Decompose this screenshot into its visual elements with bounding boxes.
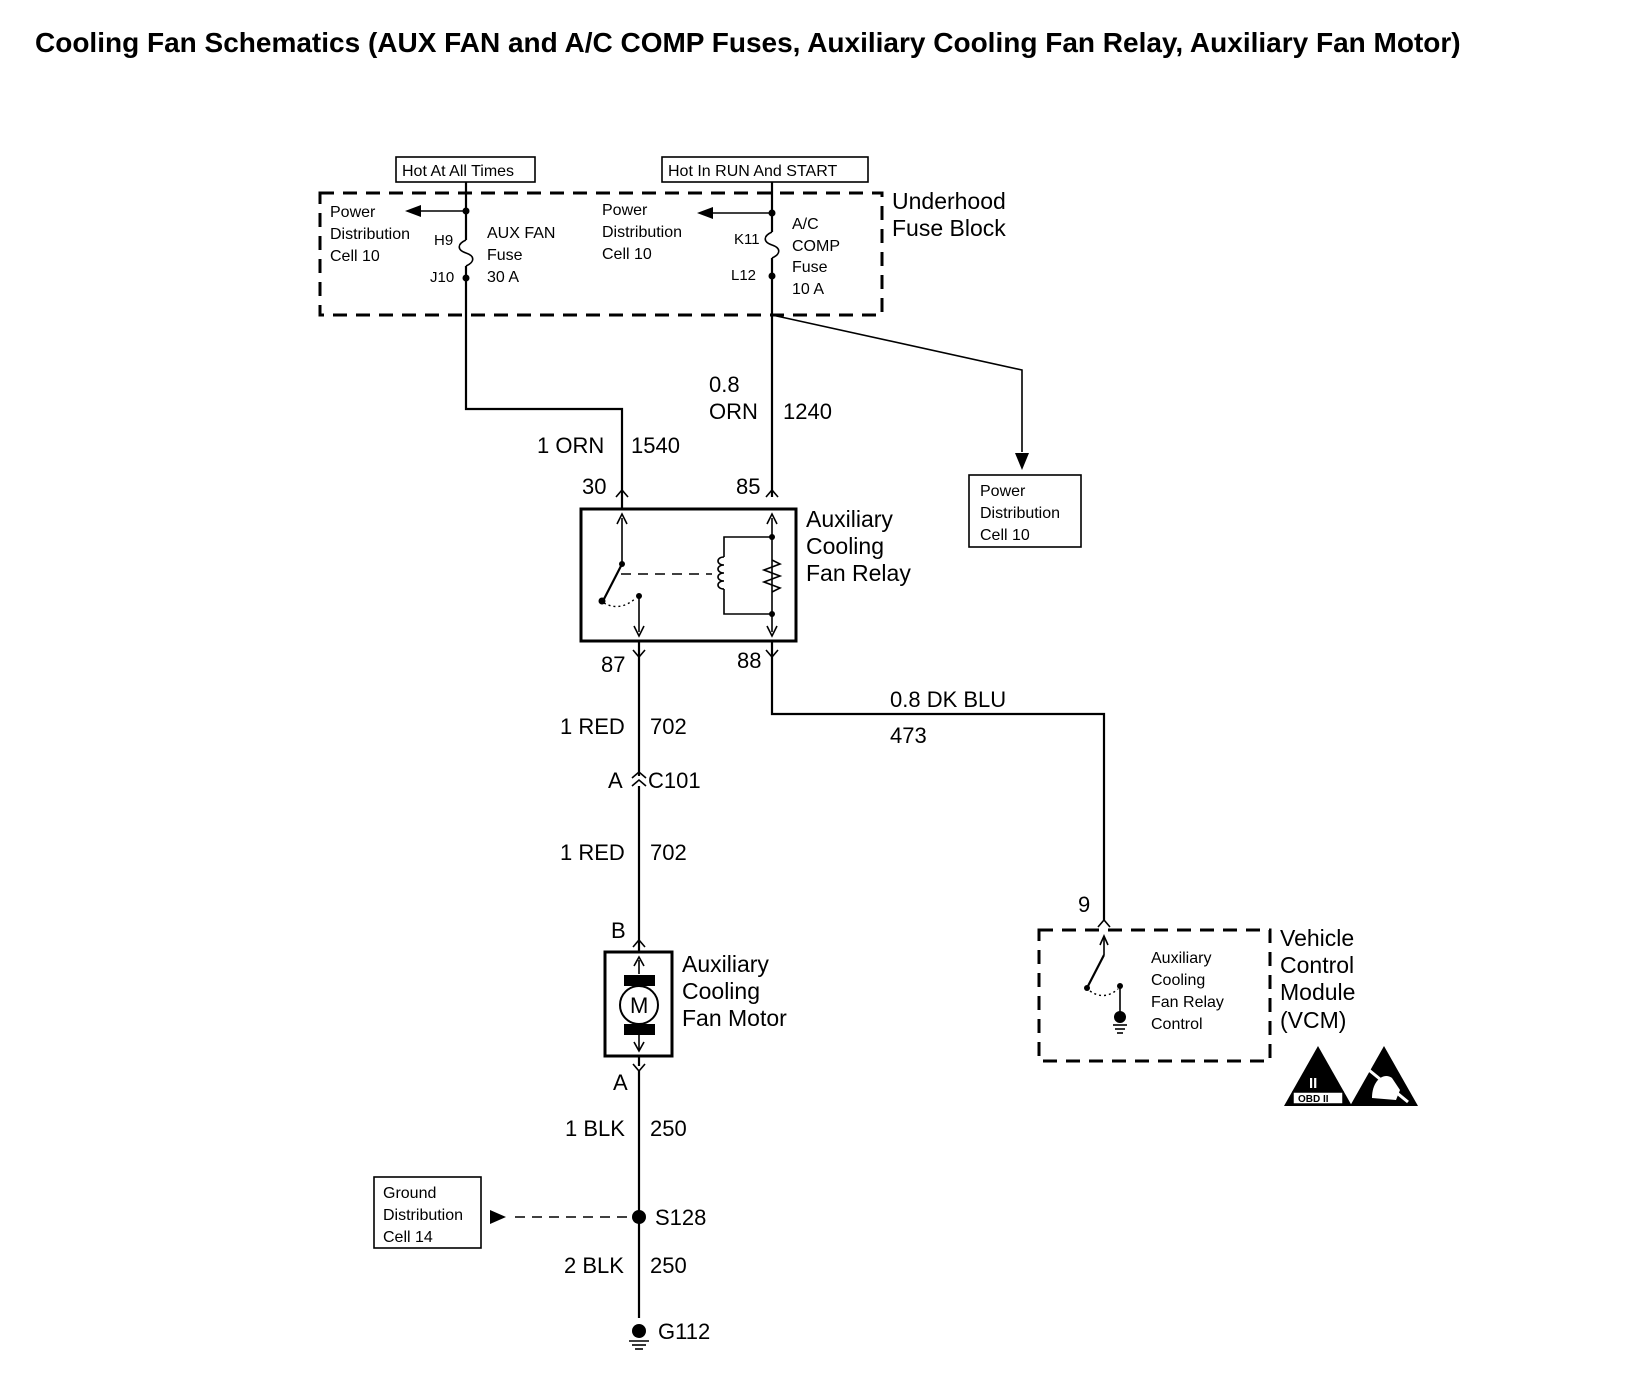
svg-text:Cell 10: Cell 10 [602, 246, 652, 263]
svg-text:1 BLK: 1 BLK [565, 1116, 625, 1141]
wire-1540-label: 1 ORN 1540 [537, 433, 680, 458]
power-distribution-box: Power Distribution Cell 10 [968, 474, 1082, 548]
svg-text:Cell 10: Cell 10 [330, 248, 380, 265]
svg-text:J10: J10 [430, 269, 454, 286]
svg-text:702: 702 [650, 714, 687, 739]
svg-text:1240: 1240 [783, 399, 832, 424]
ground-distribution-ref: Ground Distribution Cell 14 [373, 1176, 632, 1249]
connector-c101: A C101 [608, 768, 701, 793]
svg-text:L12: L12 [731, 267, 756, 284]
svg-text:9: 9 [1078, 892, 1090, 917]
wire-250-lower-label: 2 BLK 250 [564, 1253, 687, 1278]
svg-text:10 A: 10 A [792, 281, 824, 298]
svg-text:AUX FAN: AUX FAN [487, 225, 555, 242]
vehicle-control-module: 9 Auxiliary Cooling Fan Relay Control Ve… [1037, 892, 1355, 1063]
svg-text:Distribution: Distribution [330, 226, 410, 243]
wire-1240-label: 0.8 ORN 1240 [709, 372, 832, 424]
svg-text:Vehicle: Vehicle [1280, 925, 1354, 951]
svg-text:II: II [1309, 1075, 1317, 1092]
svg-text:87: 87 [601, 652, 625, 677]
svg-text:Distribution: Distribution [383, 1207, 463, 1224]
svg-text:Control: Control [1151, 1016, 1203, 1033]
wire-702-upper-label: 1 RED 702 [560, 714, 687, 739]
svg-text:30: 30 [582, 474, 606, 499]
svg-text:Distribution: Distribution [980, 505, 1060, 522]
svg-text:Fuse Block: Fuse Block [892, 215, 1006, 241]
svg-text:(VCM): (VCM) [1280, 1007, 1346, 1033]
power-distribution-ref-right: Power Distribution Cell 10 [602, 202, 772, 263]
wire-473-label: 0.8 DK BLU 473 [890, 687, 1006, 748]
underhood-fuse-block: Underhood Fuse Block [318, 188, 1006, 317]
svg-text:C101: C101 [648, 768, 701, 793]
svg-text:Auxiliary: Auxiliary [1151, 950, 1211, 967]
svg-text:Fan Relay: Fan Relay [1151, 994, 1224, 1011]
svg-text:H9: H9 [434, 232, 453, 249]
svg-text:1 RED: 1 RED [560, 840, 625, 865]
svg-text:S128: S128 [655, 1205, 706, 1230]
svg-text:Power: Power [980, 483, 1026, 500]
ac-comp-fuse: K11 L12 A/C COMP Fuse 10 A [731, 209, 840, 298]
svg-text:Underhood: Underhood [892, 188, 1006, 214]
hot-in-run-start-label: Hot In RUN And START [661, 156, 869, 183]
svg-text:250: 250 [650, 1116, 687, 1141]
svg-text:M: M [630, 993, 648, 1018]
power-distribution-ref-left: Power Distribution Cell 10 [330, 204, 466, 265]
svg-text:Cooling: Cooling [806, 533, 884, 559]
svg-text:2 BLK: 2 BLK [564, 1253, 624, 1278]
svg-text:Fuse: Fuse [792, 259, 828, 276]
svg-text:OBD II: OBD II [1298, 1094, 1329, 1105]
splice-s128: S128 [632, 1205, 706, 1230]
svg-text:0.8 DK BLU: 0.8 DK BLU [890, 687, 1006, 712]
svg-text:Power: Power [330, 204, 376, 221]
svg-text:Auxiliary: Auxiliary [682, 951, 769, 977]
svg-text:1 RED: 1 RED [560, 714, 625, 739]
svg-text:A: A [608, 768, 623, 793]
svg-text:A/C: A/C [792, 216, 819, 233]
svg-text:B: B [611, 918, 626, 943]
svg-text:85: 85 [736, 474, 760, 499]
svg-text:Module: Module [1280, 979, 1355, 1005]
aux-fan-fuse: H9 J10 AUX FAN Fuse 30 A [430, 207, 555, 286]
svg-text:Ground: Ground [383, 1185, 436, 1202]
svg-text:Hot In RUN And START: Hot In RUN And START [668, 163, 837, 180]
svg-text:COMP: COMP [792, 238, 840, 255]
svg-text:ORN: ORN [709, 399, 758, 424]
svg-text:Fan Relay: Fan Relay [806, 560, 911, 586]
svg-text:473: 473 [890, 723, 927, 748]
auxiliary-cooling-fan-motor: B M A Auxiliary Cooling Fan Motor [603, 918, 787, 1095]
svg-text:Control: Control [1280, 952, 1354, 978]
wire-702-lower-label: 1 RED 702 [560, 840, 687, 865]
svg-text:Power: Power [602, 202, 648, 219]
svg-text:A: A [613, 1070, 628, 1095]
svg-text:Cell 14: Cell 14 [383, 1229, 433, 1246]
svg-text:Cooling: Cooling [1151, 972, 1205, 989]
svg-text:G112: G112 [658, 1319, 710, 1344]
ground-g112: G112 [629, 1319, 710, 1350]
svg-text:1 ORN: 1 ORN [537, 433, 604, 458]
svg-text:0.8: 0.8 [709, 372, 740, 397]
svg-text:Fan Motor: Fan Motor [682, 1005, 787, 1031]
svg-text:88: 88 [737, 648, 761, 673]
svg-text:Distribution: Distribution [602, 224, 682, 241]
svg-text:Fuse: Fuse [487, 247, 523, 264]
svg-text:1540: 1540 [631, 433, 680, 458]
esd-sensitive-icon [1350, 1046, 1418, 1106]
svg-text:K11: K11 [734, 231, 760, 248]
hot-at-all-times-label: Hot At All Times [395, 156, 536, 183]
svg-text:Auxiliary: Auxiliary [806, 506, 893, 532]
svg-text:702: 702 [650, 840, 687, 865]
svg-text:Hot At All Times: Hot At All Times [402, 163, 514, 180]
svg-text:250: 250 [650, 1253, 687, 1278]
wire-250-upper-label: 1 BLK 250 [565, 1116, 687, 1141]
svg-text:30 A: 30 A [487, 269, 519, 286]
svg-text:Cell 10: Cell 10 [980, 527, 1030, 544]
auxiliary-cooling-fan-relay: 30 85 87 88 Auxiliary Cooling F [579, 474, 911, 677]
svg-text:Cooling: Cooling [682, 978, 760, 1004]
diagram-title: Cooling Fan Schematics (AUX FAN and A/C … [35, 27, 1461, 58]
obd-ii-icon: II OBD II [1284, 1046, 1352, 1106]
